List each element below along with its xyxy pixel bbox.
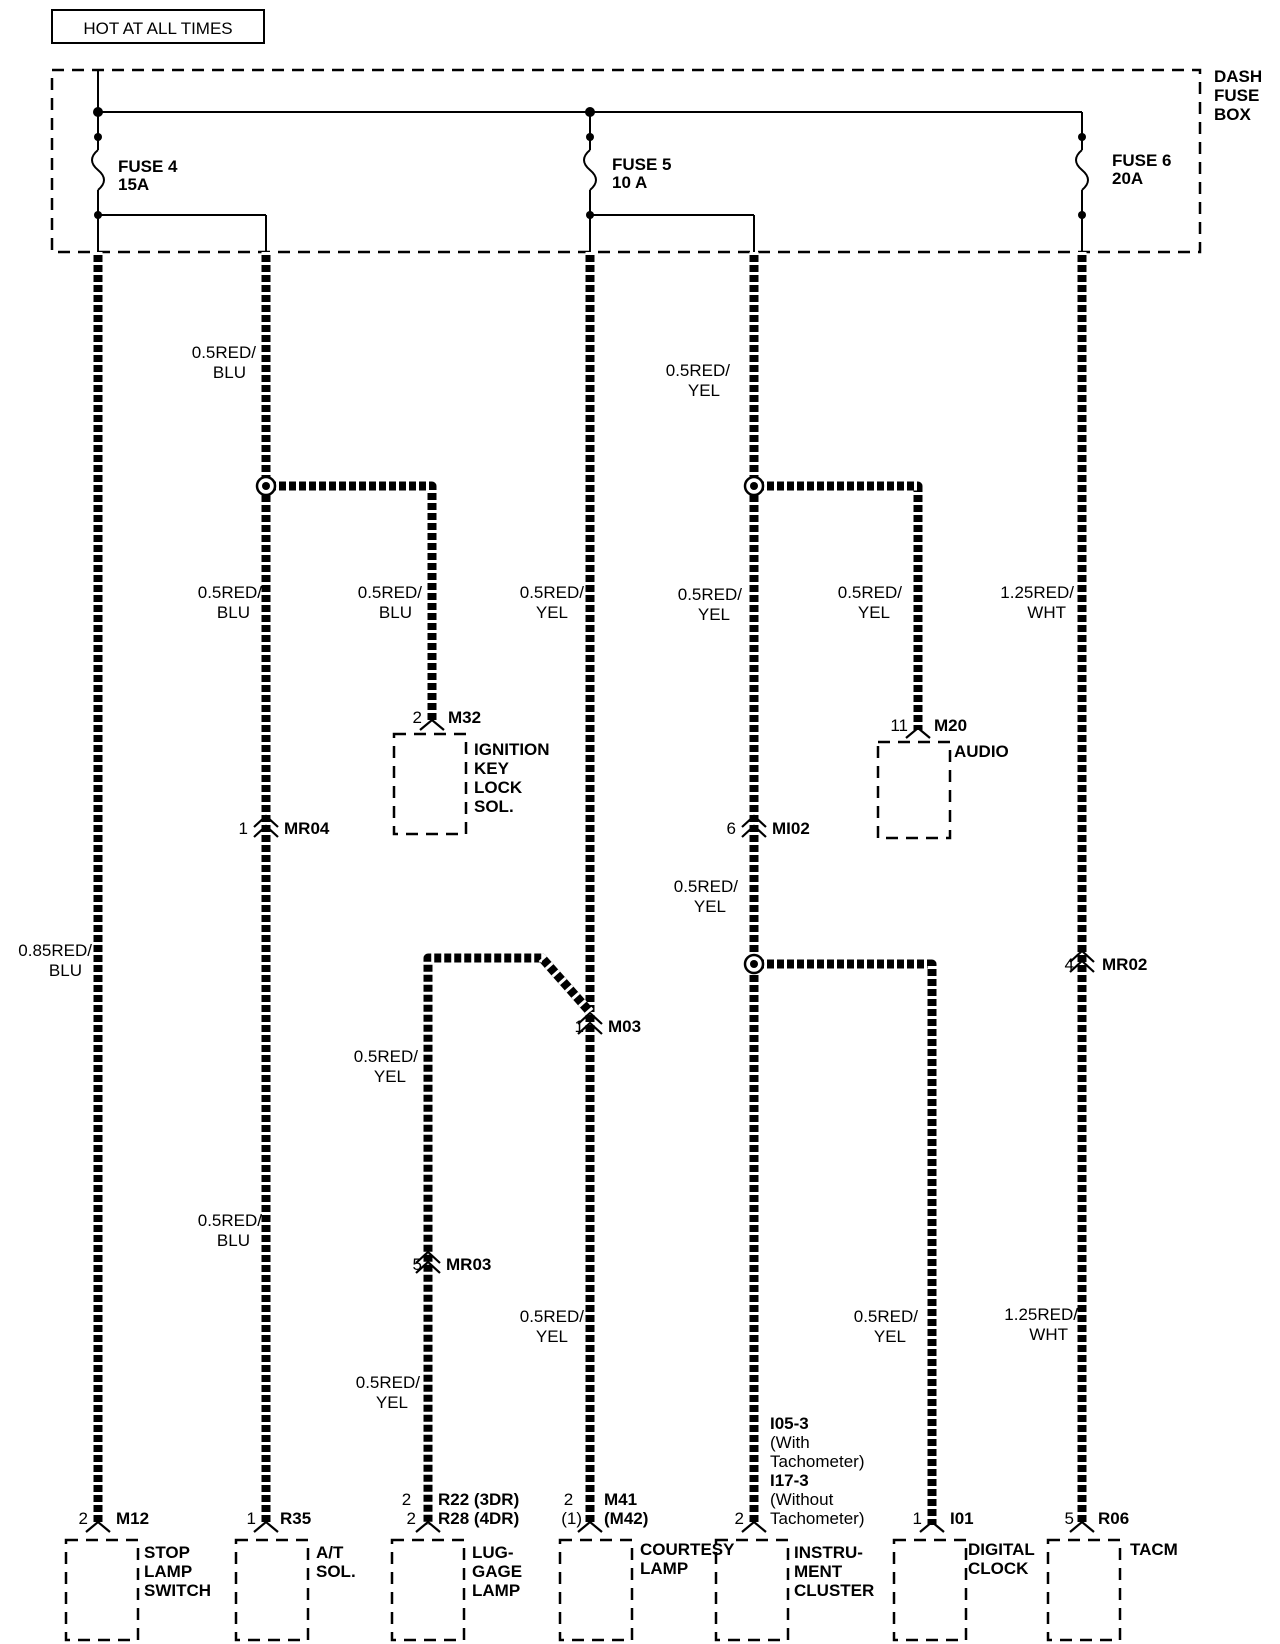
component-ignition-key-lock-sol: 2 M32 IGNITION KEY LOCK SOL. — [392, 708, 554, 836]
wire-label: 1.25RED/WHT — [1004, 1305, 1078, 1344]
wire-label: 0.5RED/YEL — [354, 1047, 419, 1086]
wire-luggage — [423, 953, 594, 1525]
inline-connector-mr04: 1 MR04 — [239, 814, 330, 838]
wire-label: 0.5RED/YEL — [356, 1373, 421, 1412]
splice-points — [255, 475, 765, 975]
wire-label: 1.25RED/WHT — [1000, 583, 1074, 622]
svg-text:M20: M20 — [934, 716, 967, 735]
svg-text:2: 2 — [79, 1509, 88, 1528]
svg-text:MR02: MR02 — [1102, 955, 1147, 974]
svg-text:1: 1 — [575, 1017, 584, 1036]
wire-label: 0.5RED/YEL — [678, 585, 743, 624]
svg-text:1: 1 — [913, 1509, 922, 1528]
component-luggage-lamp: 2 2 R22 (3DR) R28 (4DR) LUG- GAGE LAMP — [390, 1490, 527, 1642]
dash-fuse-box-outline — [50, 68, 1202, 254]
inline-connector-mr02: 4 MR02 — [1065, 949, 1147, 974]
svg-text:M32: M32 — [448, 708, 481, 727]
svg-text:M12: M12 — [116, 1509, 149, 1528]
wire-labels: 0.85RED/BLU 0.5RED/BLU 0.5RED/BLU 0.5RED… — [18, 343, 1078, 1412]
wire-label: 0.5RED/BLU — [192, 343, 257, 382]
svg-text:R35: R35 — [280, 1509, 311, 1528]
wire-label: 0.5RED/BLU — [198, 1211, 263, 1250]
svg-text:2: 2 — [735, 1509, 744, 1528]
component-at-sol: 1 R35 A/T SOL. — [234, 1509, 356, 1642]
component-tacm: 5 R06 TACM — [1046, 1509, 1178, 1642]
svg-text:I01: I01 — [950, 1509, 974, 1528]
component-digital-clock: 1 I01 DIGITAL CLOCK — [892, 1509, 1039, 1642]
fuse-6-label: FUSE 6 20A — [1112, 151, 1176, 188]
instrument-cluster-label: INSTRU- MENT CLUSTER — [794, 1543, 874, 1600]
svg-text:5: 5 — [413, 1255, 422, 1274]
fuse-4: FUSE 4 15A — [91, 112, 267, 252]
svg-text:M03: M03 — [608, 1017, 641, 1036]
wire-audio — [754, 481, 923, 730]
wire-label: 0.85RED/BLU — [18, 941, 92, 980]
instrument-cluster-connector: I05-3 (With Tachometer) I17-3 (Without T… — [770, 1414, 869, 1528]
component-instrument-cluster: 2 I05-3 (With Tachometer) I17-3 (Without… — [714, 1414, 874, 1642]
wire-label: 0.5RED/YEL — [838, 583, 903, 622]
audio-label: AUDIO — [954, 742, 1009, 761]
fuse-box-label: DASH FUSE BOX — [1214, 67, 1267, 124]
wire-label: 0.5RED/YEL — [666, 361, 731, 400]
svg-text:11: 11 — [890, 716, 908, 735]
wire-digital-clock — [754, 959, 937, 1525]
svg-text:1: 1 — [239, 819, 248, 838]
wire-label: 0.5RED/BLU — [198, 583, 263, 622]
svg-text:MR04: MR04 — [284, 819, 330, 838]
stop-lamp-switch-label: STOP LAMP SWITCH — [144, 1543, 211, 1600]
svg-text:MI02: MI02 — [772, 819, 810, 838]
wire-label: 0.5RED/YEL — [674, 877, 739, 916]
header-title: HOT AT ALL TIMES — [83, 19, 232, 38]
wire-label: 0.5RED/BLU — [358, 583, 423, 622]
power-bus — [93, 70, 1082, 117]
ignition-key-lock-sol-label: IGNITION KEY LOCK SOL. — [474, 740, 554, 816]
svg-text:MR03: MR03 — [446, 1255, 491, 1274]
wire-ignition-key — [266, 481, 437, 722]
svg-text:6: 6 — [727, 819, 736, 838]
wire-label: 0.5RED/YEL — [520, 583, 585, 622]
component-audio: 11 M20 AUDIO — [876, 716, 1009, 840]
at-sol-label: A/T SOL. — [316, 1543, 356, 1581]
fuse-6: FUSE 6 20A — [1075, 112, 1176, 252]
svg-text:2 (1): 2 (1) — [561, 1490, 582, 1528]
fuse-5-label: FUSE 5 10 A — [612, 155, 676, 192]
svg-text:M41 (M42): M41 (M42) — [604, 1490, 648, 1528]
inline-connector-m03: 1 M03 — [575, 1011, 641, 1036]
svg-text:2 2: 2 2 — [402, 1490, 416, 1528]
svg-text:R22 (3DR) R28 (4DR): R22 (3DR) R28 (4DR) — [438, 1490, 524, 1528]
header-box: HOT AT ALL TIMES — [51, 9, 265, 44]
svg-text:2: 2 — [413, 708, 422, 727]
luggage-lamp-label: LUG- GAGE LAMP — [472, 1543, 527, 1600]
wire-label: 0.5RED/YEL — [854, 1307, 919, 1346]
fuse-4-label: FUSE 4 15A — [118, 157, 182, 194]
tacm-label: TACM — [1130, 1540, 1178, 1559]
component-courtesy-lamp: 2 (1) M41 (M42) COURTESY LAMP — [558, 1490, 739, 1642]
svg-text:1: 1 — [247, 1509, 256, 1528]
svg-text:R06: R06 — [1098, 1509, 1129, 1528]
digital-clock-label: DIGITAL CLOCK — [968, 1540, 1039, 1578]
svg-text:4: 4 — [1065, 955, 1074, 974]
inline-connector-mi02: 6 MI02 — [727, 814, 810, 838]
courtesy-lamp-label: COURTESY LAMP — [640, 1540, 739, 1578]
inline-connector-mr03: 5 MR03 — [413, 1250, 491, 1274]
svg-text:5: 5 — [1065, 1509, 1074, 1528]
component-stop-lamp-switch: 2 M12 STOP LAMP SWITCH — [64, 1509, 211, 1642]
fuse-5: FUSE 5 10 A — [583, 112, 755, 252]
wire-label: 0.5RED/YEL — [520, 1307, 585, 1346]
